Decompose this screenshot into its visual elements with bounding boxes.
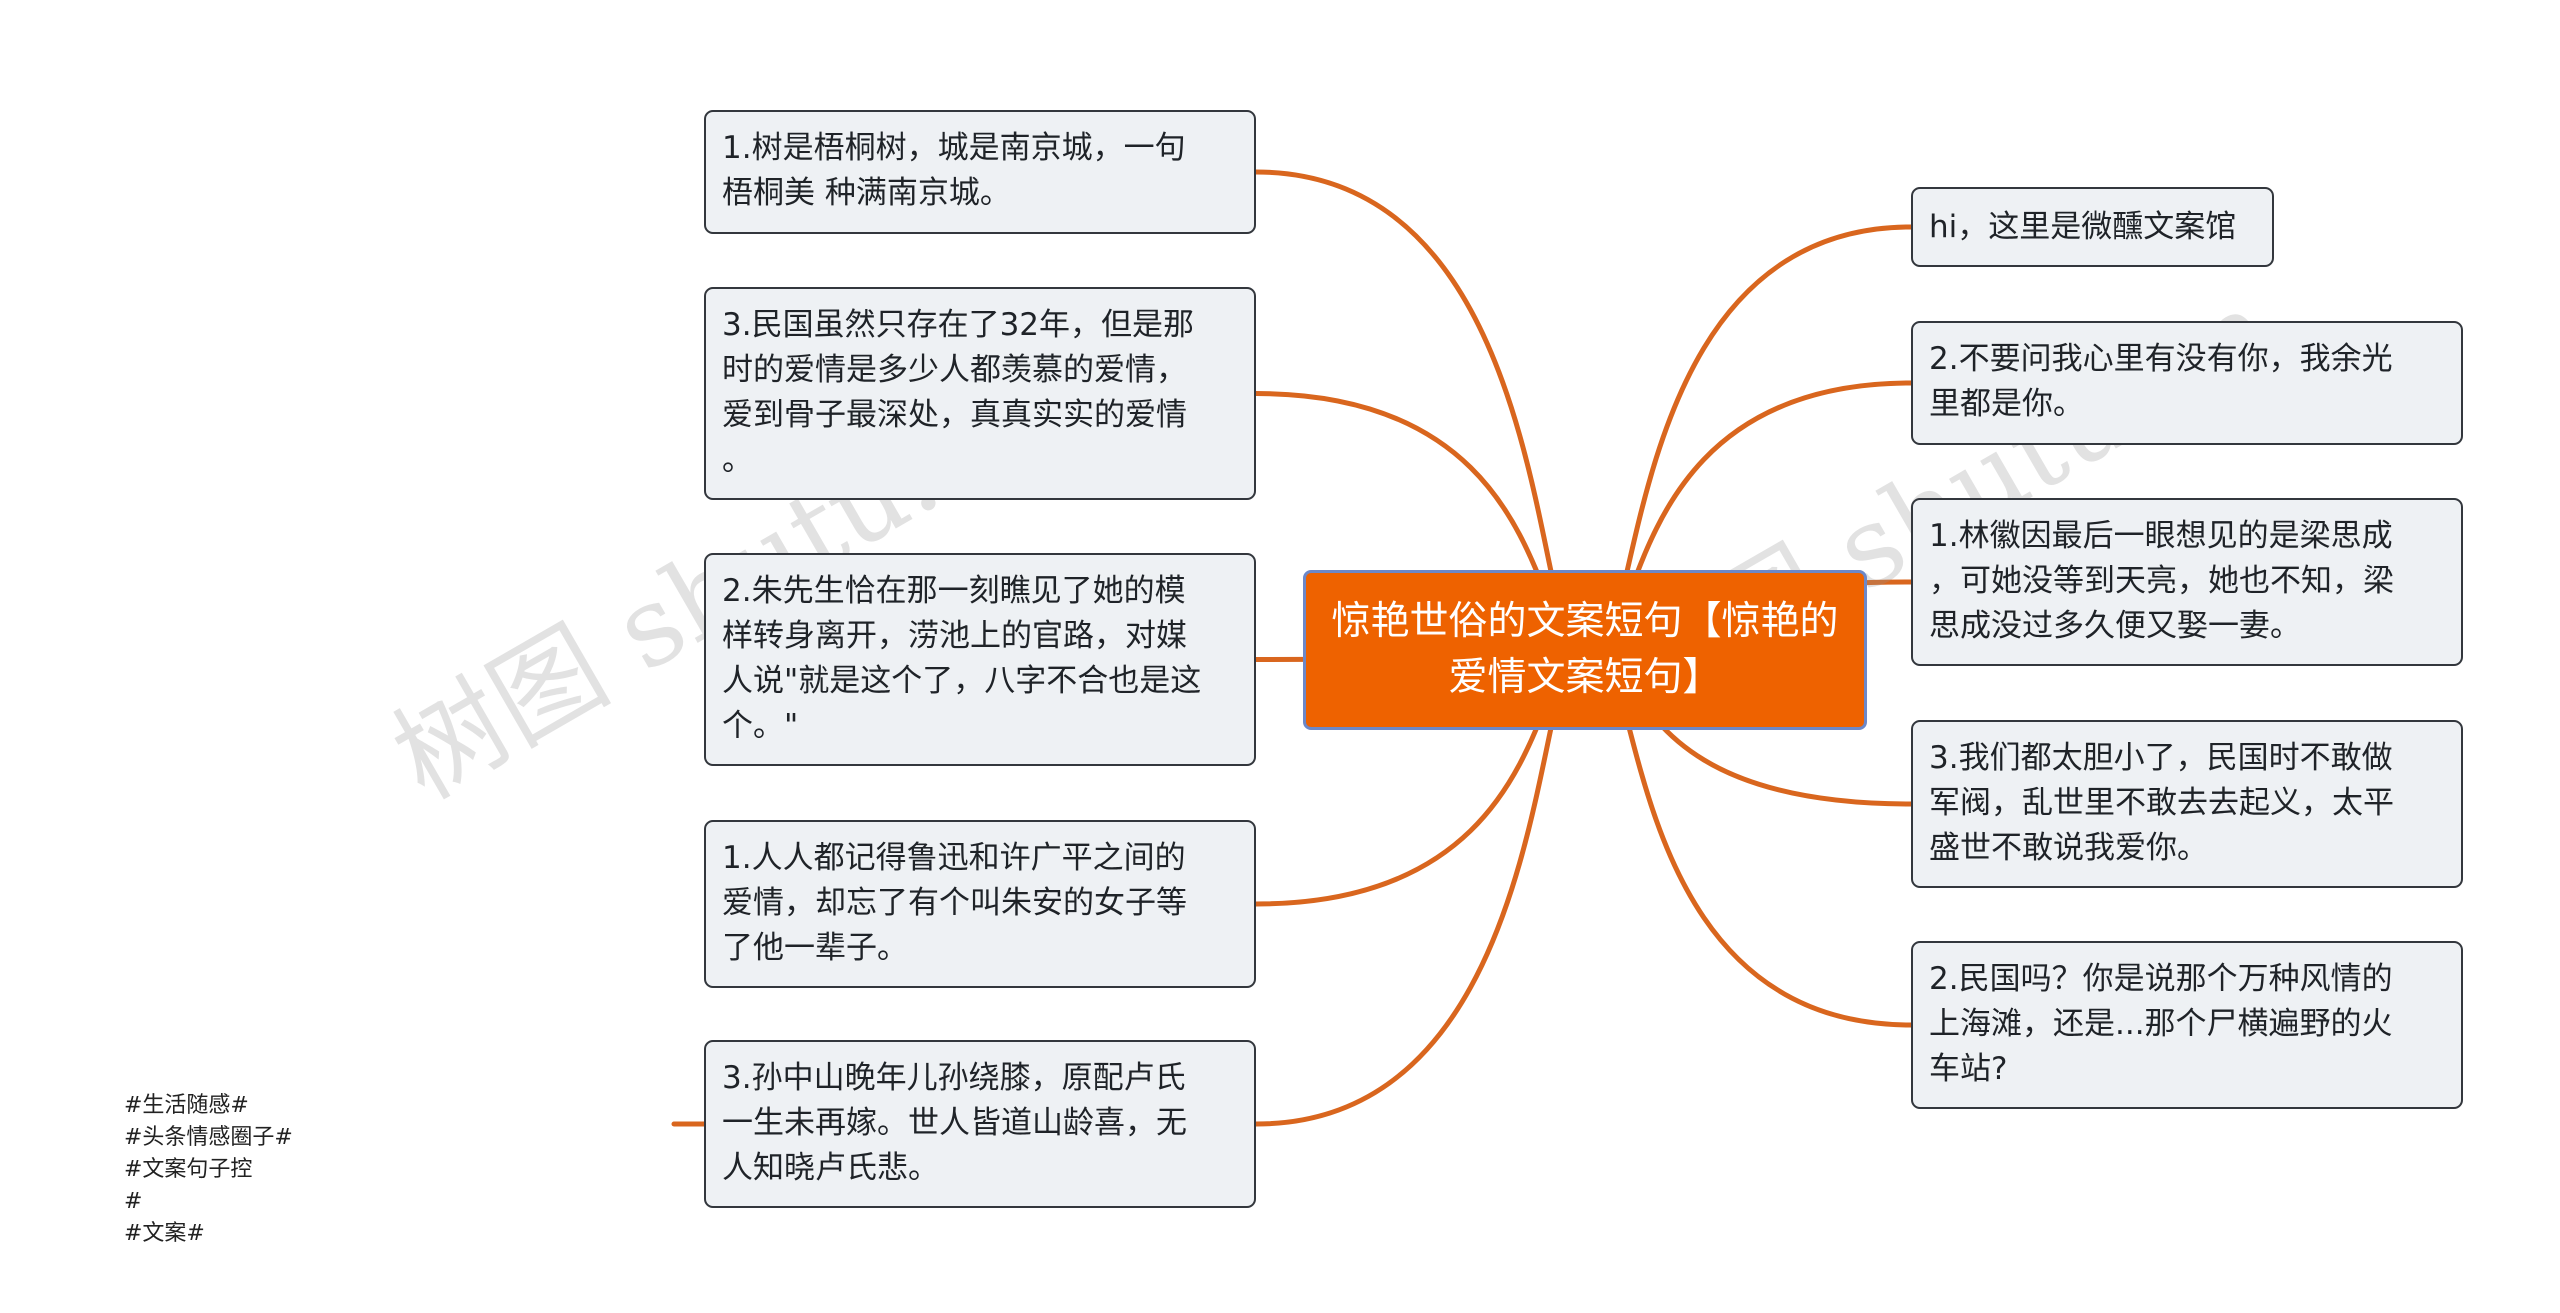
right-topic-5[interactable]: 2.民国吗？你是说那个万种风情的 上海滩，还是...那个尸横遍野的火 车站? bbox=[1911, 941, 2463, 1109]
right-topic-3[interactable]: 1.林徽因最后一眼想见的是梁思成 ，可她没等到天亮，她也不知，梁 思成没过多久便… bbox=[1911, 498, 2463, 666]
central-topic-label: 惊艳世俗的文案短句【惊艳的爱情文案短句】 bbox=[1331, 599, 1839, 700]
left-topic-4[interactable]: 1.人人都记得鲁迅和许广平之间的 爱情，却忘了有个叫朱安的女子等 了他一辈子。 bbox=[704, 820, 1256, 988]
central-topic[interactable]: 惊艳世俗的文案短句【惊艳的爱情文案短句】 bbox=[1303, 570, 1867, 730]
right-topic-4[interactable]: 3.我们都太胆小了，民国时不敢做 军阀，乱世里不敢去去起义，太平 盛世不敢说我爱… bbox=[1911, 720, 2463, 888]
left-topic-3[interactable]: 2.朱先生恰在那一刻瞧见了她的模 样转身离开，涝池上的官路，对媒 人说"就是这个… bbox=[704, 553, 1256, 766]
left-topic-2[interactable]: 3.民国虽然只存在了32年，但是那 时的爱情是多少人都羡慕的爱情， 爱到骨子最深… bbox=[704, 287, 1256, 500]
left-topic-1[interactable]: 1.树是梧桐树，城是南京城，一句 梧桐美 种满南京城。 bbox=[704, 110, 1256, 234]
left-topic-5[interactable]: 3.孙中山晚年儿孙绕膝，原配卢氏 一生未再嫁。世人皆道山龄喜，无 人知晓卢氏悲。 bbox=[704, 1040, 1256, 1208]
right-topic-1[interactable]: hi，这里是微醺文案馆 bbox=[1911, 187, 2274, 267]
right-topic-2[interactable]: 2.不要问我心里有没有你，我余光 里都是你。 bbox=[1911, 321, 2463, 445]
hashtag-note: #生活随感# #头条情感圈子# #文案句子控 # #文案# bbox=[124, 1093, 293, 1246]
